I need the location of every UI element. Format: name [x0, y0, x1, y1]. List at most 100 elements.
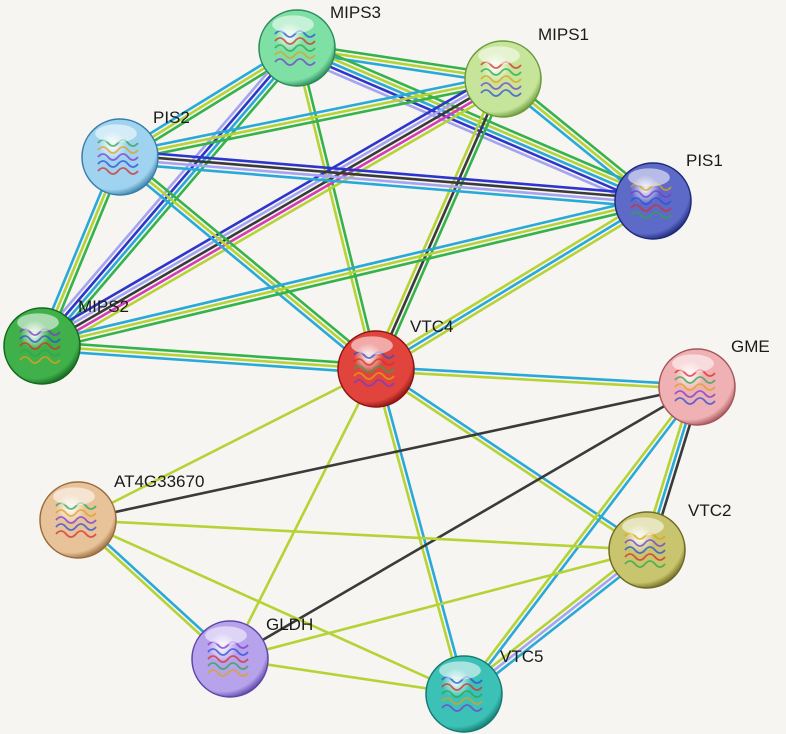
node-gldh[interactable]: GLDH [191, 615, 313, 698]
edge-line-blue [36, 70, 501, 341]
structure-strand [19, 342, 61, 350]
edge-line-lime [228, 657, 466, 696]
structure-strand [353, 365, 395, 373]
structure-strand [207, 662, 249, 670]
structure-strand [207, 655, 249, 663]
edge-line-green [121, 152, 380, 368]
edge-line-cyan [40, 348, 378, 375]
structure-strand [480, 82, 522, 90]
structure-strand [630, 190, 672, 198]
edge-mips1-mips2[interactable] [36, 70, 509, 355]
edge-mips1-vtc4[interactable] [370, 76, 509, 372]
structure-strand [624, 539, 666, 547]
edge-vtc4-vtc2[interactable] [373, 365, 650, 554]
structure-strand [19, 356, 61, 364]
edge-line-cyan [117, 73, 504, 155]
edge-vtc2-gldh[interactable] [228, 548, 649, 661]
structure-strand [55, 509, 97, 517]
node-highlight [622, 517, 664, 536]
protein-structure-icon [480, 61, 522, 97]
node-highlight [53, 487, 95, 506]
structure-strand [441, 690, 483, 698]
node-highlight [272, 15, 314, 34]
edge-gldh-vtc5[interactable] [228, 657, 466, 696]
node-label-at4g33670: AT4G33670 [114, 472, 204, 491]
edge-mips2-vtc4[interactable] [40, 340, 378, 375]
edge-vtc2-vtc5[interactable] [460, 545, 651, 699]
node-highlight [205, 626, 247, 645]
edge-mips3-vtc4[interactable] [293, 46, 380, 371]
edge-line-lime [118, 77, 505, 159]
protein-structure-icon [624, 532, 666, 568]
node-gme[interactable]: GME [658, 337, 770, 426]
edge-vtc4-at4g33670[interactable] [76, 367, 378, 522]
node-highlight [628, 168, 670, 187]
structure-strand [97, 153, 139, 161]
node-vtc5[interactable]: VTC5 [425, 647, 543, 733]
edge-line-lime [372, 368, 464, 696]
structure-strand [274, 51, 316, 59]
structure-strand [207, 648, 249, 656]
node-highlight [439, 661, 481, 680]
edge-line-cyan [376, 367, 468, 695]
edge-at4g33670-vtc2[interactable] [76, 518, 649, 552]
structure-strand [441, 704, 483, 712]
structure-strand [441, 697, 483, 705]
edge-line-cyan [374, 365, 699, 387]
node-pis2[interactable]: PIS2 [81, 108, 190, 196]
node-mips3[interactable]: MIPS3 [258, 3, 381, 87]
edge-line-lime [293, 47, 376, 371]
structure-strand [274, 58, 316, 66]
edge-line-blue [294, 50, 653, 207]
node-highlight [95, 124, 137, 143]
structure-strand [207, 669, 249, 677]
structure-strand [674, 383, 716, 391]
edge-pis2-vtc4[interactable] [116, 152, 380, 374]
protein-structure-icon [97, 139, 139, 175]
edge-line-lime [76, 518, 466, 696]
structure-strand [674, 376, 716, 384]
node-pis1[interactable]: PIS1 [614, 151, 723, 240]
node-at4g33670[interactable]: AT4G33670 [39, 472, 204, 559]
edge-line-blue [119, 149, 655, 197]
node-label-gme: GME [731, 337, 770, 356]
structure-strand [353, 372, 395, 380]
structure-strand [441, 683, 483, 691]
edge-line-cyan [295, 46, 655, 203]
edge-vtc4-gme[interactable] [374, 365, 699, 391]
node-label-mips2: MIPS2 [78, 297, 129, 316]
node-vtc2[interactable]: VTC2 [608, 501, 731, 589]
structure-strand [97, 146, 139, 154]
edge-pis1-mips2[interactable] [39, 195, 656, 352]
edge-vtc4-vtc5[interactable] [372, 367, 468, 696]
node-mips2[interactable]: MIPS2 [3, 297, 129, 385]
edge-pis1-vtc4[interactable] [372, 196, 657, 374]
structure-strand [480, 68, 522, 76]
edge-line-lime [372, 196, 653, 367]
edge-at4g33670-vtc5[interactable] [76, 518, 466, 696]
edge-vtc4-gldh[interactable] [228, 367, 378, 661]
structure-strand [274, 37, 316, 45]
edge-line-green [378, 79, 509, 372]
edge-gme-at4g33670[interactable] [76, 385, 699, 522]
edge-mips3-pis1[interactable] [292, 38, 658, 211]
edge-gme-gldh[interactable] [228, 385, 699, 661]
edge-line-lime [228, 548, 649, 661]
edge-line-black [374, 77, 505, 371]
edge-gme-vtc5[interactable] [461, 384, 700, 697]
protein-structure-icon [55, 502, 97, 538]
structure-strand [630, 211, 672, 219]
node-mips1[interactable]: MIPS1 [464, 25, 589, 118]
edge-line-lime [44, 84, 509, 355]
node-highlight [478, 46, 520, 65]
edge-mips1-pis2[interactable] [117, 73, 506, 163]
edge-line-lime [76, 367, 378, 522]
edge-line-lime [228, 367, 378, 661]
edge-pis2-pis1[interactable] [118, 149, 655, 209]
edge-line-lime [76, 518, 649, 552]
edge-line-green [40, 340, 378, 367]
node-vtc4[interactable]: VTC4 [337, 317, 453, 408]
structure-strand [55, 516, 97, 524]
